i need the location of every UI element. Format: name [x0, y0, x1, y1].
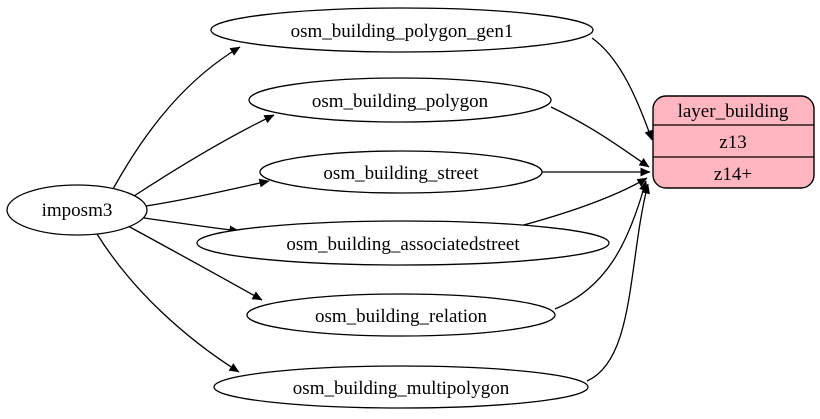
relation-label: osm_building_relation [315, 306, 488, 327]
polygon-ellipse [248, 77, 552, 123]
node-imposm3: imposm3 [6, 184, 148, 236]
edge-imposm3-to-street [145, 178, 270, 207]
edge-polygon-gen1-to-z13 [591, 37, 653, 141]
multipolygon-label: osm_building_multipolygon [293, 378, 510, 399]
node-osm-building-associatedstreet: osm_building_associatedstreet [196, 220, 610, 266]
imposm3-ellipse [6, 184, 148, 236]
polygon-label: osm_building_polygon [312, 91, 489, 112]
edge-imposm3-to-associatedstreet [143, 217, 240, 235]
edge-relation-to-z14 [554, 180, 648, 310]
edge-imposm3-to-multipolygon [96, 233, 240, 373]
relation-ellipse [246, 293, 556, 337]
multipolygon-ellipse [213, 365, 589, 409]
edge-polygon-to-z14 [550, 106, 650, 168]
node-osm-building-relation: osm_building_relation [246, 293, 556, 337]
node-osm-building-polygon-gen1: osm_building_polygon_gen1 [210, 7, 594, 53]
node-osm-building-polygon: osm_building_polygon [248, 77, 552, 123]
node-osm-building-multipolygon: osm_building_multipolygon [213, 365, 589, 409]
street-ellipse [259, 150, 543, 194]
layer-building-row-z14: z14+ [714, 164, 752, 185]
edge-associatedstreet-to-z14 [519, 177, 648, 227]
edge-imposm3-to-polygon-gen1 [112, 46, 241, 190]
node-osm-building-street: osm_building_street [259, 150, 543, 194]
layer-building-title: layer_building [678, 101, 789, 122]
imposm3-label: imposm3 [42, 200, 113, 221]
polygon-gen1-label: osm_building_polygon_gen1 [291, 21, 514, 42]
street-label: osm_building_street [323, 163, 479, 184]
node-layer-building: layer_building z13 z14+ [652, 95, 815, 189]
associatedstreet-label: osm_building_associatedstreet [286, 234, 520, 255]
edges-to-layer [519, 37, 653, 382]
edge-imposm3-to-polygon [133, 114, 275, 197]
edges-from-source [96, 46, 275, 373]
edge-multipolygon-to-z14 [586, 183, 650, 382]
polygon-gen1-ellipse [210, 7, 594, 53]
edge-imposm3-to-relation [127, 225, 263, 301]
associatedstreet-ellipse [196, 220, 610, 266]
layer-building-box [652, 95, 815, 189]
layer-building-row-z13: z13 [719, 132, 746, 153]
